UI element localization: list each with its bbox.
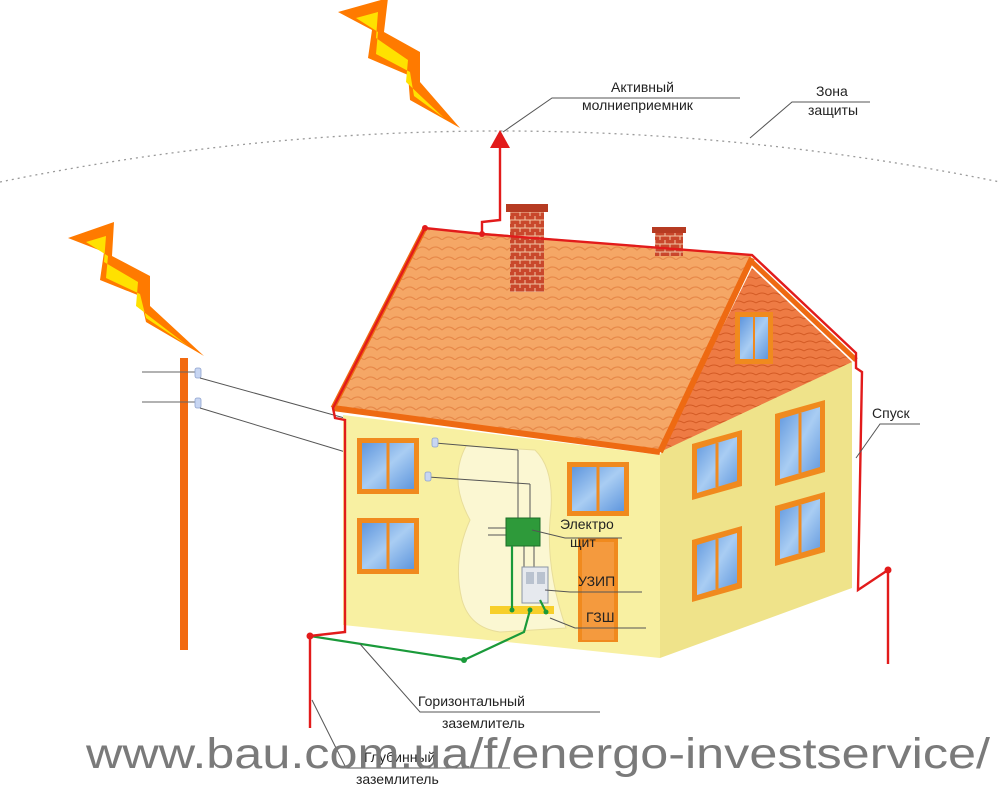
protection-zone-arc (0, 130, 1000, 183)
window (567, 462, 629, 516)
chimney (655, 230, 683, 256)
electrical-panel (505, 517, 541, 547)
window (692, 526, 742, 602)
house-roof (333, 228, 752, 452)
lightning-bolt-icon (338, 0, 460, 128)
label-deep-line1: Глубинный (364, 749, 435, 765)
window (692, 430, 742, 500)
watermark-url: www.bau.com.ua/f/energo-investservice/ (85, 730, 990, 778)
label-active-rod-line2: молниеприемник (582, 97, 694, 113)
service-entrance (431, 437, 439, 448)
surge-protection-device (521, 566, 549, 604)
lightning-bolt-icon (68, 222, 204, 356)
label-gzsh: ГЗШ (586, 609, 615, 625)
interior-wiring (427, 442, 535, 570)
label-deep-line2: заземлитель (356, 771, 439, 787)
chimney (510, 208, 544, 292)
label-spd: УЗИП (578, 573, 615, 589)
label-downconductor: Спуск (872, 405, 911, 421)
ground-busbar (490, 606, 554, 614)
window (357, 438, 419, 494)
service-entrance (424, 471, 432, 482)
window (775, 492, 825, 566)
lightning-conductor (308, 148, 890, 728)
label-panel-line2: щит (570, 534, 596, 550)
label-zone-line2: защиты (808, 102, 858, 118)
label-zone-line1: Зона (816, 83, 848, 99)
grounding-conductor (309, 546, 547, 662)
label-active-rod-line1: Активный (611, 79, 674, 95)
air-terminal-icon (490, 130, 510, 148)
leader-lines (311, 97, 920, 769)
label-panel-line1: Электро (560, 516, 614, 532)
label-horizontal-line1: Горизонтальный (418, 693, 525, 709)
window (775, 400, 825, 486)
window (357, 518, 419, 574)
label-horizontal-line2: заземлитель (442, 715, 525, 731)
